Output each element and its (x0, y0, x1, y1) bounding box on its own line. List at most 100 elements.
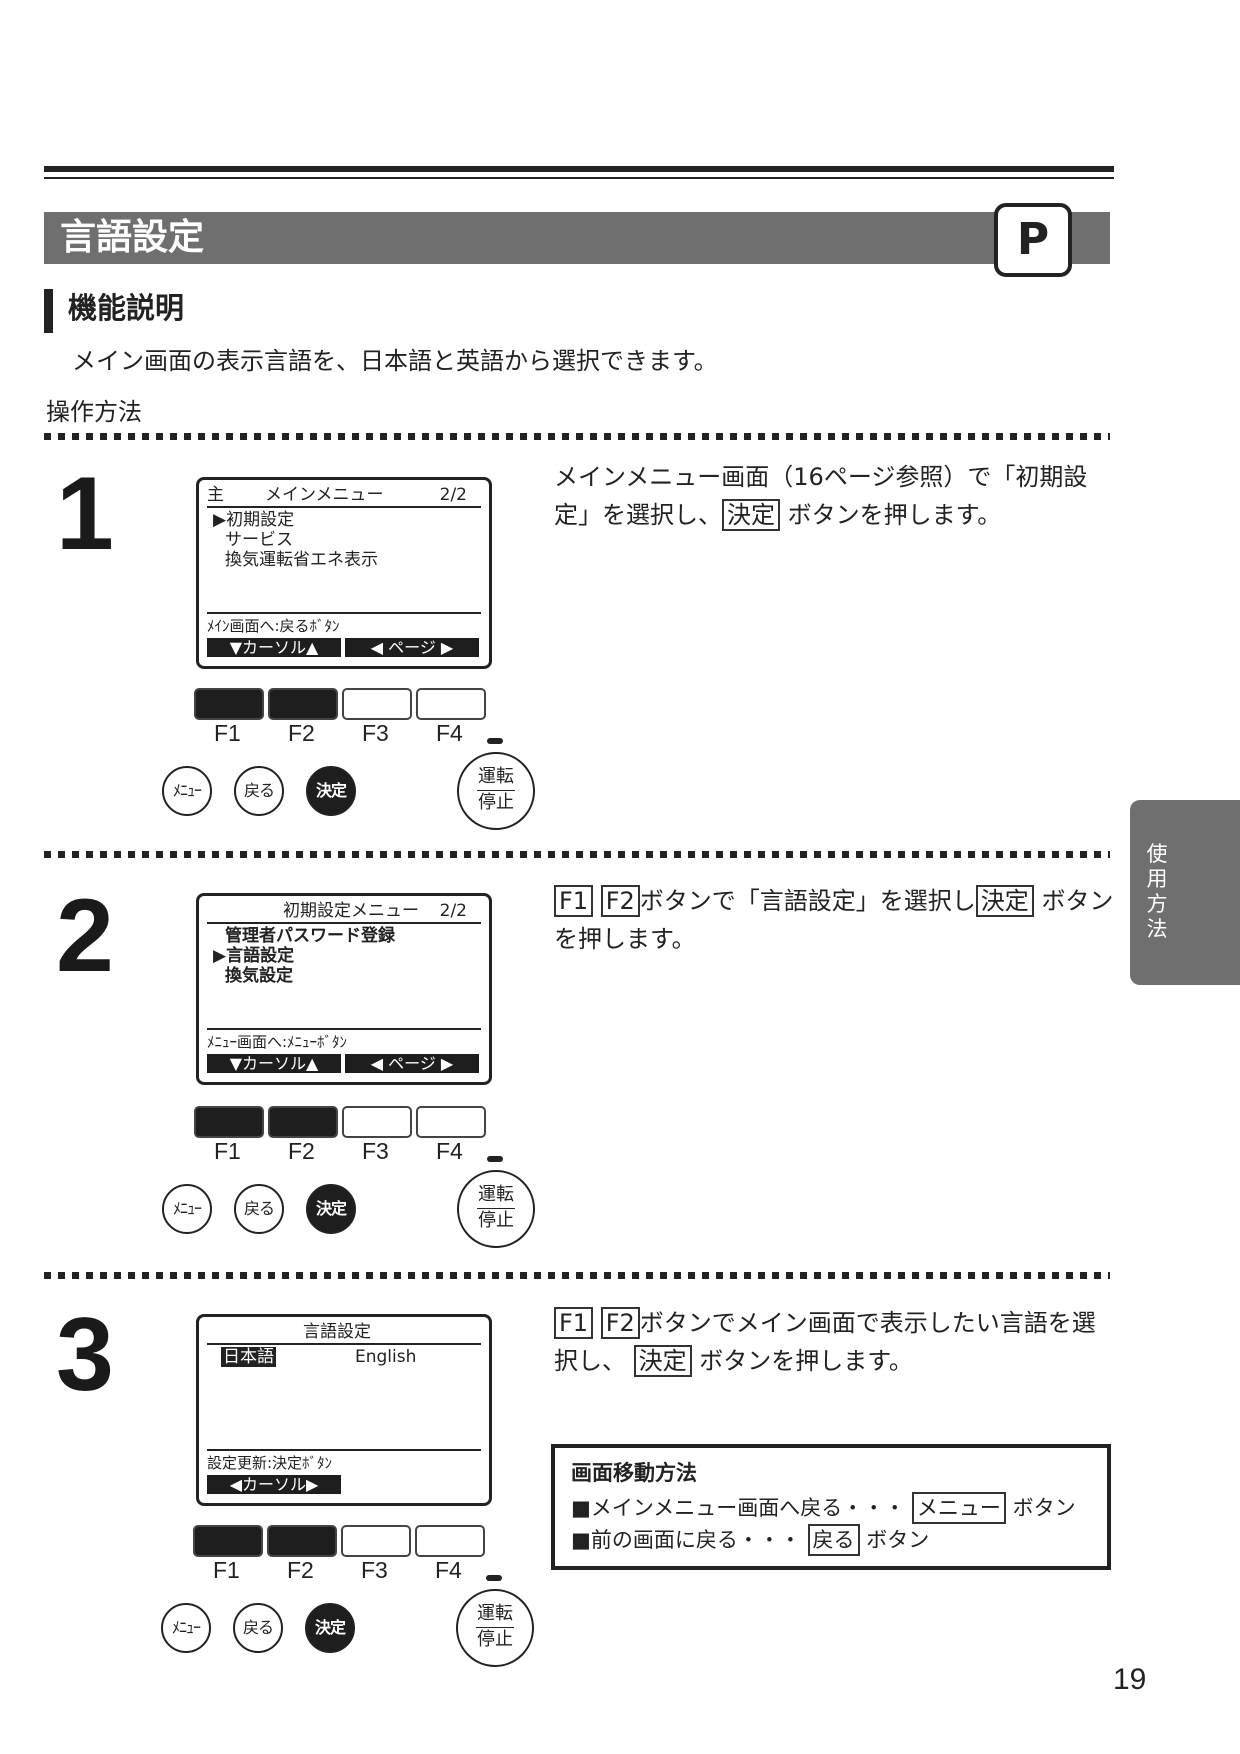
lcd-header: 言語設定 (207, 1321, 481, 1345)
back-button[interactable]: 戻る (233, 1603, 283, 1653)
lcd-header-page: 2/2 (439, 901, 467, 921)
f3-label: F3 (362, 1138, 389, 1164)
f3-key[interactable] (342, 688, 412, 720)
f4-label: F4 (436, 1138, 463, 1164)
operation-label: 操作方法 (46, 398, 142, 426)
lcd-page-button: ◀ ページ ▶ (345, 1054, 479, 1073)
key-back: 戻る (807, 1524, 860, 1556)
f1-key[interactable] (193, 1525, 263, 1557)
lcd-cursor-button: ◀カーソル▶ (207, 1475, 341, 1494)
lcd-cursor-button: ▼カーソル▲ (207, 1054, 341, 1073)
menu-button[interactable]: ﾒﾆｭｰ (162, 1184, 212, 1234)
f4-key[interactable] (416, 688, 486, 720)
side-tab-label: 使用方法 (1146, 842, 1168, 941)
status-led (487, 1156, 503, 1162)
f2-label: F2 (287, 1557, 314, 1583)
dotted-divider (44, 433, 1110, 440)
stop-label: 停止 (477, 1629, 513, 1650)
key-menu: メニュー (911, 1492, 1006, 1524)
status-led (487, 738, 503, 744)
key-f2: F2 (600, 1307, 640, 1339)
lang-option-english: English (355, 1347, 417, 1367)
lcd-header: 主 メインメニュー 2/2 (207, 484, 481, 508)
f1-label: F1 (214, 720, 241, 746)
key-f2: F2 (600, 885, 640, 917)
enter-button[interactable]: 決定 (306, 766, 356, 816)
f2-key[interactable] (268, 1106, 338, 1138)
lcd-line: 換気設定 (225, 966, 293, 986)
run-stop-button[interactable]: 運転 停止 (457, 752, 535, 830)
step-number: 1 (56, 456, 114, 572)
title-bar (44, 212, 1110, 264)
lcd-header-title: 言語設定 (303, 1322, 371, 1342)
lcd-line: 日本語 (221, 1347, 276, 1367)
run-stop-button[interactable]: 運転 停止 (457, 1170, 535, 1248)
run-label: 運転 (478, 766, 514, 787)
enter-button[interactable]: 決定 (306, 1184, 356, 1234)
f2-key[interactable] (268, 688, 338, 720)
lcd-footer: 設定更新:決定ﾎﾞﾀﾝ (207, 1454, 333, 1472)
key-enter: 決定 (722, 499, 780, 531)
f3-key[interactable] (342, 1106, 412, 1138)
step-number: 2 (56, 878, 114, 994)
f4-label: F4 (435, 1557, 462, 1583)
top-rule-thin (44, 177, 1114, 179)
dotted-divider (44, 1272, 1110, 1279)
section-description: メイン画面の表示言語を、日本語と英語から選択できます。 (72, 347, 718, 375)
f1-key[interactable] (194, 1106, 264, 1138)
f4-label: F4 (436, 720, 463, 746)
lcd-line: 管理者パスワード登録 (225, 926, 395, 946)
key-f1: F1 (554, 1307, 594, 1339)
run-stop-button[interactable]: 運転 停止 (456, 1589, 534, 1667)
lcd-line: ▶初期設定 (213, 510, 295, 530)
f2-key[interactable] (267, 1525, 337, 1557)
f3-label: F3 (362, 720, 389, 746)
stop-label: 停止 (478, 792, 514, 813)
lcd-line: 換気運転省エネ表示 (225, 550, 378, 570)
lcd-screen: 初期設定メニュー 2/2 管理者パスワード登録 ▶言語設定 換気設定 ﾒﾆｭｰ画… (196, 893, 492, 1085)
section-marker (44, 289, 53, 333)
run-label: 運転 (477, 1603, 513, 1624)
f3-key[interactable] (341, 1525, 411, 1557)
f4-key[interactable] (416, 1106, 486, 1138)
lcd-header-title: メインメニュー (265, 485, 384, 505)
lcd-line: ▶言語設定 (213, 946, 295, 966)
lang-option-japanese: 日本語 (221, 1347, 276, 1367)
page-number: 19 (1113, 1663, 1147, 1696)
lcd-header-left: 主 (207, 485, 224, 505)
f2-label: F2 (288, 720, 315, 746)
run-label: 運転 (478, 1184, 514, 1205)
navigation-info-box: 画面移動方法 ■メインメニュー画面へ戻る・・・ メニュー ボタン ■前の画面に戻… (551, 1444, 1111, 1570)
dotted-divider (44, 851, 1110, 858)
lcd-screen: 主 メインメニュー 2/2 ▶初期設定 サービス 換気運転省エネ表示 ﾒｲﾝ画面… (196, 477, 492, 669)
lcd-footer: ﾒｲﾝ画面へ:戻るﾎﾞﾀﾝ (207, 617, 340, 635)
menu-button[interactable]: ﾒﾆｭｰ (162, 766, 212, 816)
nav-line-menu: ■メインメニュー画面へ戻る・・・ メニュー ボタン (571, 1492, 1076, 1524)
lcd-header: 初期設定メニュー 2/2 (207, 900, 481, 924)
stop-label: 停止 (478, 1210, 514, 1231)
page-title: 言語設定 (60, 217, 205, 258)
lcd-screen: 言語設定 日本語 English 設定更新:決定ﾎﾞﾀﾝ ◀カーソル▶ (196, 1314, 492, 1506)
status-led (486, 1575, 502, 1581)
lcd-header-title: 初期設定メニュー (283, 901, 419, 921)
enter-button[interactable]: 決定 (305, 1603, 355, 1653)
back-button[interactable]: 戻る (234, 766, 284, 816)
back-button[interactable]: 戻る (234, 1184, 284, 1234)
f1-label: F1 (213, 1557, 240, 1583)
side-tab (1130, 800, 1240, 985)
f1-key[interactable] (194, 688, 264, 720)
step-instruction: メインメニュー画面（16ページ参照）で「初期設定」を選択し、決定 ボタンを押しま… (554, 463, 1088, 531)
top-rule-thick (44, 166, 1114, 172)
lcd-cursor-button: ▼カーソル▲ (207, 638, 341, 657)
key-enter: 決定 (975, 885, 1034, 917)
menu-button[interactable]: ﾒﾆｭｰ (161, 1603, 211, 1653)
f3-label: F3 (361, 1557, 388, 1583)
nav-box-title: 画面移動方法 (571, 1461, 697, 1485)
f4-key[interactable] (415, 1525, 485, 1557)
step-number: 3 (56, 1297, 114, 1413)
lcd-page-button: ◀ ページ ▶ (345, 638, 479, 657)
key-f1: F1 (554, 885, 594, 917)
lcd-footer: ﾒﾆｭｰ画面へ:ﾒﾆｭｰﾎﾞﾀﾝ (207, 1033, 348, 1051)
